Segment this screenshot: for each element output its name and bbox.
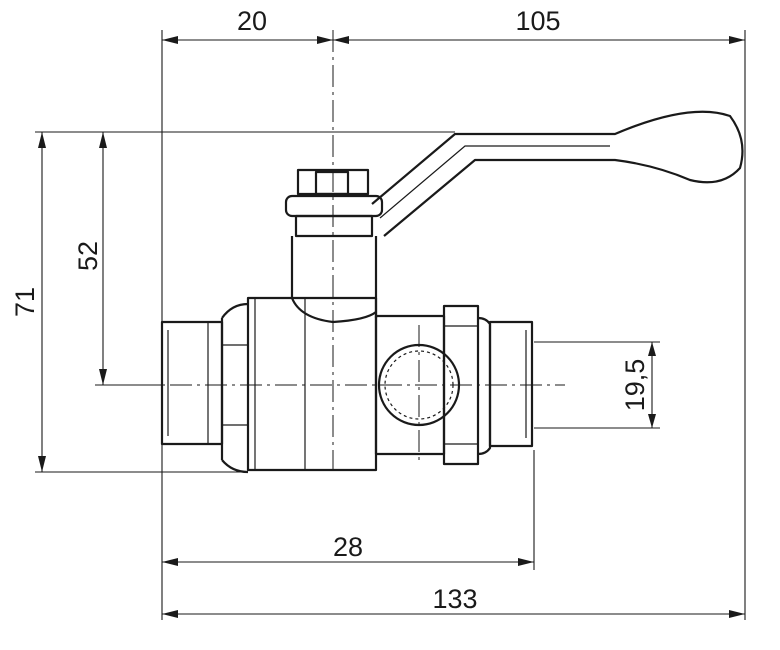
dim-label-71: 71 — [10, 287, 40, 317]
handle-lever — [371, 110, 744, 237]
right-thread-end — [488, 320, 534, 448]
left-thread-end — [160, 320, 224, 446]
stem-packing — [294, 214, 374, 238]
dimension-right: 19,5 — [620, 342, 656, 428]
central-body — [246, 296, 378, 472]
dim-label-20: 20 — [237, 6, 267, 36]
dim-label-133: 133 — [432, 584, 477, 614]
dim-label-52: 52 — [73, 241, 103, 271]
dimension-bottom: 28 133 — [162, 532, 745, 618]
stem-washer — [284, 194, 384, 218]
dimension-left: 71 52 — [10, 132, 107, 472]
dim-label-28: 28 — [333, 532, 363, 562]
dim-label-105: 105 — [515, 6, 560, 36]
drain-plug-outer — [377, 343, 461, 427]
left-hex-nut — [220, 302, 249, 474]
center-lines — [100, 30, 565, 470]
drain-plug-teeth — [384, 350, 454, 420]
body-neck — [290, 236, 378, 324]
right-hex-nut — [442, 304, 480, 466]
extension-lines — [35, 30, 746, 620]
dim-label-19-5: 19,5 — [620, 359, 650, 412]
valve-body — [160, 236, 534, 474]
stem-and-handle — [284, 110, 744, 238]
dimension-top: 20 105 — [162, 6, 745, 44]
